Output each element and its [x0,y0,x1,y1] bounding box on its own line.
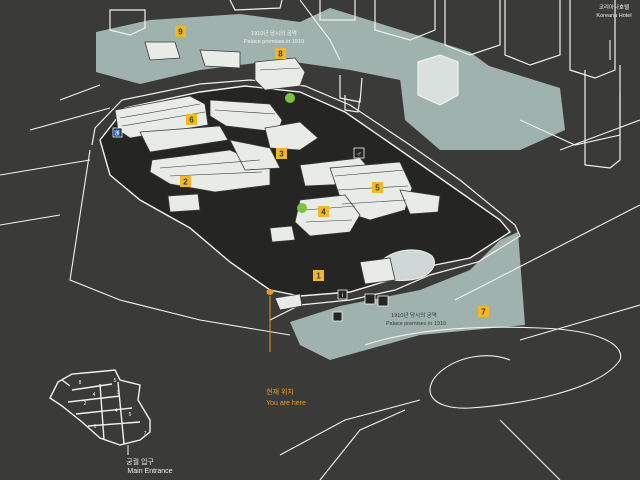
svg-text:4: 4 [115,408,118,414]
premises-top-en: Palace premises in 1910 [244,39,304,45]
svg-text:7: 7 [144,431,147,437]
svg-text:8: 8 [79,380,82,386]
svg-text:9: 9 [178,28,183,37]
svg-text:♂: ♂ [356,151,361,158]
main-entrance-en: Main Entrance [127,468,172,475]
svg-text:6: 6 [189,116,194,125]
main-entrance: 궁궐 입구 Main Entrance [126,445,173,475]
svg-text:i: i [342,293,343,299]
premises-bottom-en: Palace premises in 1910 [386,321,446,327]
premises-bottom-kr: 1910년 당시의 궁역 [391,311,437,319]
svg-text:4: 4 [93,392,96,398]
svg-text:5: 5 [129,412,132,418]
green-markers [285,93,307,213]
svg-text:5: 5 [114,378,117,384]
hotel-kr: 코리아나호텔 [599,3,629,11]
restroom-icon: ♿ [112,127,123,138]
svg-text:♿: ♿ [114,129,122,137]
marker-7[interactable]: 7 [478,306,489,317]
svg-text:3: 3 [279,150,284,159]
svg-text:2: 2 [183,178,188,187]
svg-text:1: 1 [94,424,97,430]
locker-icon [377,295,389,307]
marker-8[interactable]: 8 [275,48,286,59]
marker-9[interactable]: 9 [175,26,186,37]
info-icon: i [337,289,348,300]
hotel-en: Koreana Hotel [596,13,631,19]
you-are-here-en: You are here [266,400,306,407]
main-entrance-kr: 궁궐 입구 [126,457,154,466]
svg-text:8: 8 [278,50,283,59]
marker-6[interactable]: 6 [186,114,197,125]
mini-map-numbers: 5 3 4 2 4 5 1 7 8 [79,378,147,437]
svg-text:4: 4 [321,208,326,217]
svg-text:1: 1 [316,272,321,281]
mini-map [49,369,151,446]
city-buildings [109,0,621,169]
svg-text:3: 3 [117,390,120,396]
you-are-here: 현재 위치 You are here [266,289,306,407]
you-are-here-dot [266,289,274,295]
marker-2[interactable]: 2 [180,176,191,187]
marker-4[interactable]: 4 [318,206,329,217]
premises-top-kr: 1910년 당시의 궁역 [251,29,297,37]
svg-text:5: 5 [375,184,380,193]
palace-wall [91,79,521,321]
area-labels: 1910년 당시의 궁역 Palace premises in 1910 191… [244,3,632,327]
restroom-icon: ♂ [353,147,365,159]
svg-text:7: 7 [481,308,486,317]
ticket-icon [332,311,343,322]
shop-icon [364,293,376,305]
location-markers[interactable]: 1 2 3 4 5 6 7 8 [175,26,489,317]
svg-text:2: 2 [84,401,87,407]
green-marker-icon [285,93,295,103]
marker-1[interactable]: 1 [313,270,324,281]
you-are-here-kr: 현재 위치 [266,387,294,396]
marker-5[interactable]: 5 [372,182,383,193]
marker-3[interactable]: 3 [276,148,287,159]
facility-icons: ♿ ♂ i [112,127,389,322]
green-marker-icon [297,203,307,213]
